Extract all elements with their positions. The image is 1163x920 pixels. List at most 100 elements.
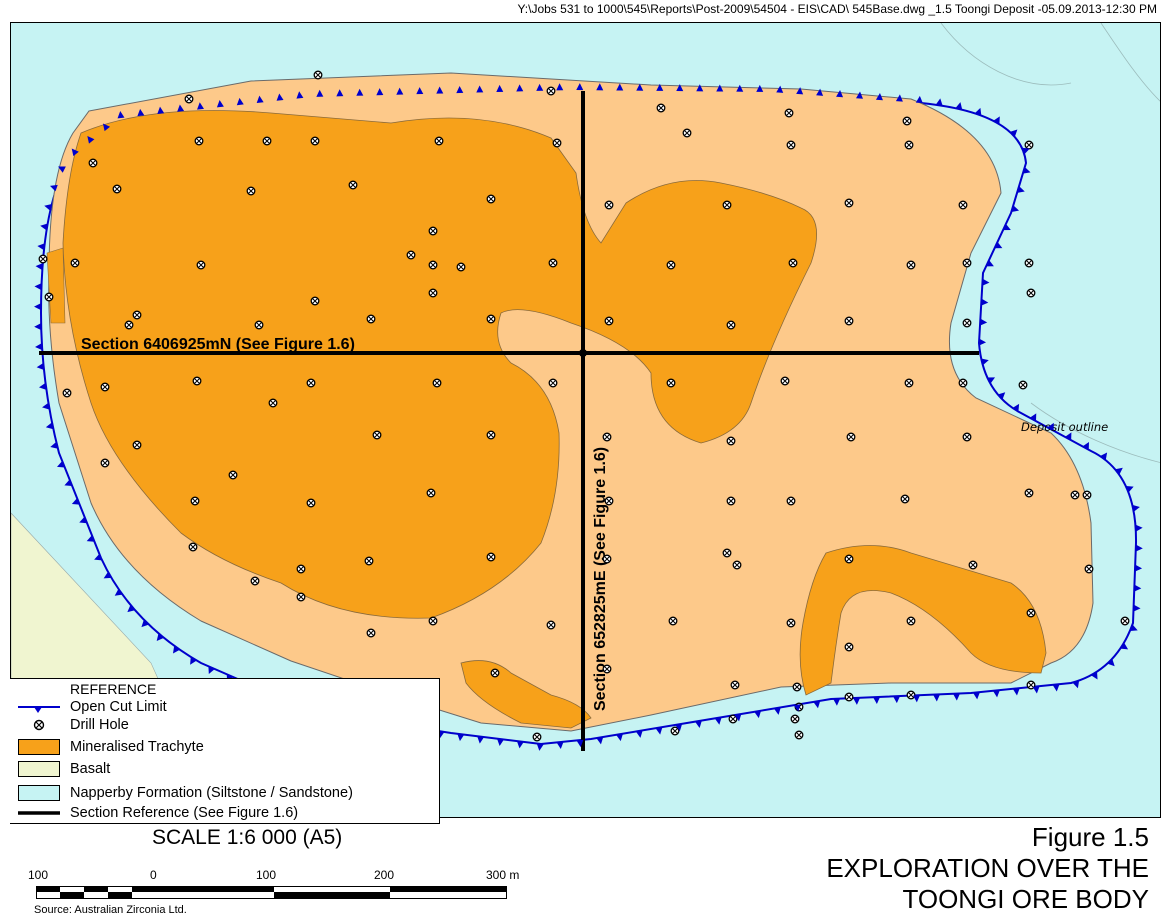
drill-hole-cross [1122,618,1128,624]
drill-hole-cross [1028,610,1034,616]
drill-hole-cross [368,316,374,322]
drill-hole-cross [264,138,270,144]
drill-hole-cross [198,262,204,268]
drill-hole-cross [408,252,414,258]
open-cut-tick [655,727,663,735]
open-cut-tick [34,283,42,291]
open-cut-tick [477,736,485,744]
open-cut-tick [895,94,903,102]
open-cut-tick [955,102,963,110]
drill-hole-cross [902,496,908,502]
legend-label: Basalt [70,761,111,777]
drill-hole-cross [192,498,198,504]
open-cut-tick [50,441,58,449]
drill-hole-cross [604,666,610,672]
drill-hole-cross [488,554,494,560]
open-cut-tick [49,184,58,192]
drill-hole-cross [734,562,740,568]
section-line-icon [16,804,62,822]
legend-panel: REFERENCE Open Cut Limit Drill Hole Mine… [10,678,440,824]
open-cut-tick [137,108,145,117]
open-cut-tick [496,84,504,93]
open-cut-tick [276,93,284,101]
drill-hole-cross [312,138,318,144]
open-cut-tick [1022,147,1030,155]
open-cut-tick [1120,642,1129,650]
open-cut-tick [56,460,65,468]
open-cut-tick [981,298,989,306]
drill-hole-cross [964,320,970,326]
open-cut-tick [1032,686,1040,694]
drill-hole-cross [788,620,794,626]
open-cut-tick [34,323,42,331]
open-cut-tick [1134,564,1143,572]
drill-hole-cross [248,188,254,194]
open-cut-tick [1047,422,1054,431]
drill-hole-cross [906,142,912,148]
open-cut-tick [216,100,224,108]
scale-tick-label: 200 [374,868,395,882]
open-cut-tick [773,707,781,715]
open-cut-tick [893,696,901,704]
open-cut-tick [42,402,50,410]
section-ew-label: Section 652825mE (See Figure 1.6) [592,447,609,711]
drill-hole-cross [724,202,730,208]
drill-hole-cross [786,110,792,116]
open-cut-tick [796,87,804,95]
open-cut-tick [114,588,123,596]
drill-hole-cross [298,594,304,600]
legend-item-basalt: Basalt [16,759,110,779]
open-cut-tick [356,88,364,96]
legend-item-napperby: Napperby Formation (Siltstone / Sandston… [16,783,353,803]
open-cut-tick [190,656,197,665]
open-cut-tick [875,92,883,101]
drill-hole-cross [604,434,610,440]
drill-hole-cross [488,316,494,322]
open-cut-tick [1100,452,1108,461]
drill-hole-cross [102,460,108,466]
open-cut-tick [516,741,524,749]
open-cut-tick [576,83,584,91]
drill-hole-cross [554,140,560,146]
open-cut-tick [37,243,45,251]
open-cut-tick [979,318,988,326]
drill-hole-cross [1086,566,1092,572]
open-cut-tick [336,89,344,97]
drill-hole-cross [908,262,914,268]
drill-hole-cross [604,556,610,562]
drill-hole-cross [606,498,612,504]
legend-label: Open Cut Limit [70,699,167,715]
open-cut-tick [981,358,989,366]
open-cut-tick [376,88,384,96]
open-cut-tick [102,123,111,132]
drill-hole-cross [134,312,140,318]
drill-hole-cross [1020,382,1026,388]
open-cut-tick [987,377,996,384]
open-cut-tick [79,516,88,524]
drill-hole-cross [374,432,380,438]
drill-hole-cross [550,380,556,386]
trachyte-swatch [18,739,60,755]
drill-holes-layer [38,70,1130,742]
open-cut-tick [816,88,824,96]
legend-label: Section Reference (See Figure 1.6) [70,805,299,821]
open-cut-tick [978,338,987,346]
open-cut-tick [636,83,644,91]
open-cut-tick [1022,166,1031,174]
open-cut-tick [556,741,564,750]
open-cut-tick [1125,486,1134,493]
open-cut-tick [1009,129,1018,137]
legend-label: Drill Hole [70,717,129,733]
open-cut-tick [1012,688,1020,696]
open-cut-tick [1135,524,1143,532]
open-cut-tick [34,303,42,311]
drill-hole-cross [298,566,304,572]
open-cut-tick [873,696,881,705]
open-cut-tick [256,95,264,104]
legend-title: REFERENCE [70,681,157,697]
open-cut-tick [853,697,861,705]
drill-hole-cross [366,558,372,564]
open-cut-tick [1011,205,1020,212]
open-cut-tick [986,260,994,267]
open-cut-tick [982,278,990,286]
